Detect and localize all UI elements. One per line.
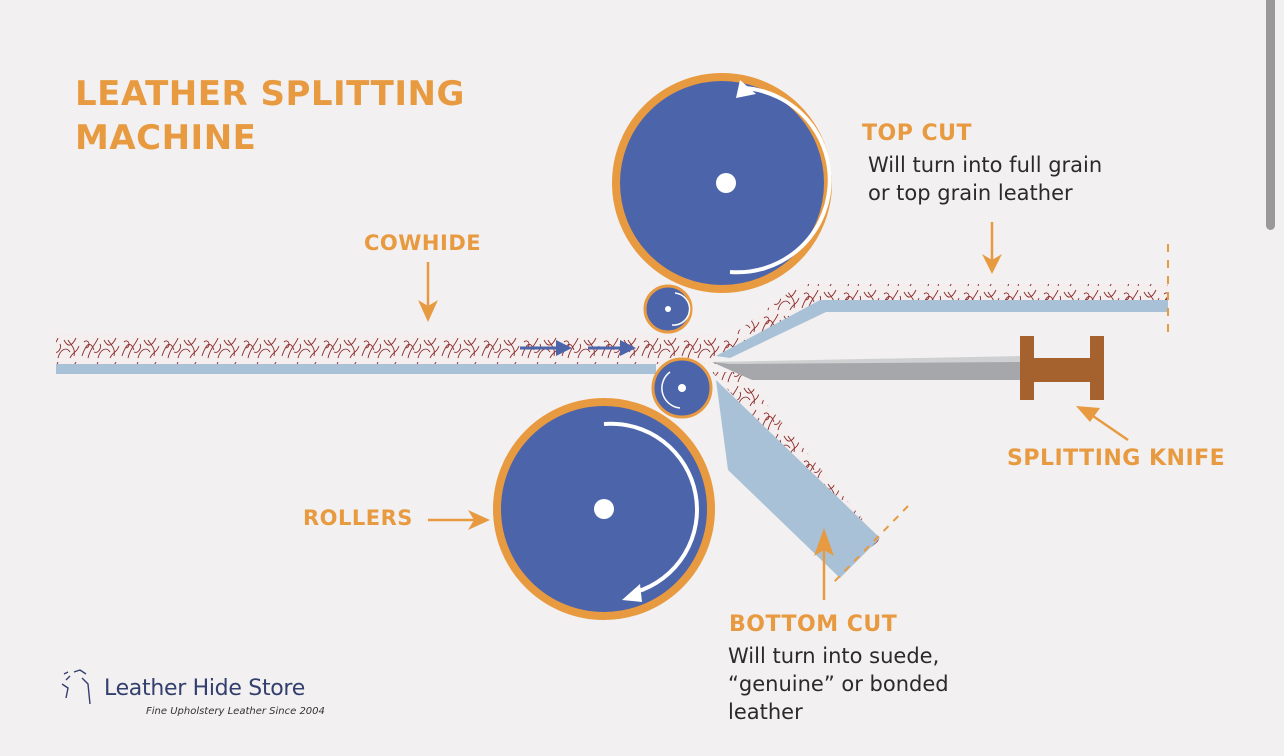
title-line-1: LEATHER SPLITTING <box>75 74 465 114</box>
top-cut-desc-line-2: or top grain leather <box>868 181 1073 205</box>
rollers-label: ROLLERS <box>303 506 413 530</box>
bottom-cut-description: Will turn into suede, “genuine” or bonde… <box>728 642 949 726</box>
top-cut-strip <box>710 244 1169 358</box>
scrollbar[interactable] <box>1266 0 1275 230</box>
bottom-cut-desc-line-1: Will turn into suede, <box>728 644 940 668</box>
bottom-cut-arrow <box>814 528 834 600</box>
splitting-knife <box>712 336 1104 400</box>
top-cut-label: TOP CUT <box>862 121 973 146</box>
cowhide-label: COWHIDE <box>364 231 482 255</box>
knife-arrow <box>1076 406 1129 442</box>
flow-arrows <box>520 340 636 356</box>
small-bottom-roller <box>651 357 713 419</box>
top-cut-arrow <box>982 222 1002 274</box>
logo-name: Leather Hide Store <box>104 676 305 701</box>
splitting-knife-label: SPLITTING KNIFE <box>1007 446 1226 471</box>
rollers-arrow <box>428 510 490 530</box>
page-title: LEATHER SPLITTING MACHINE <box>75 72 465 160</box>
bottom-cut-label: BOTTOM CUT <box>729 612 898 637</box>
title-line-2: MACHINE <box>75 118 257 158</box>
logo-tagline: Fine Upholstery Leather Since 2004 <box>146 706 325 717</box>
bottom-cut-strip <box>712 372 909 583</box>
top-cut-description: Will turn into full grain or top grain l… <box>868 151 1102 207</box>
bottom-cut-desc-line-2: “genuine” or bonded <box>728 672 949 696</box>
top-roller <box>612 73 832 293</box>
small-top-roller <box>643 284 693 334</box>
cowhide-strip <box>56 334 716 374</box>
top-cut-desc-line-1: Will turn into full grain <box>868 153 1103 177</box>
cowhide-arrow <box>418 262 438 322</box>
bottom-cut-desc-line-3: leather <box>728 700 803 724</box>
bottom-roller <box>493 398 715 620</box>
cow-outline-icon <box>61 669 91 705</box>
